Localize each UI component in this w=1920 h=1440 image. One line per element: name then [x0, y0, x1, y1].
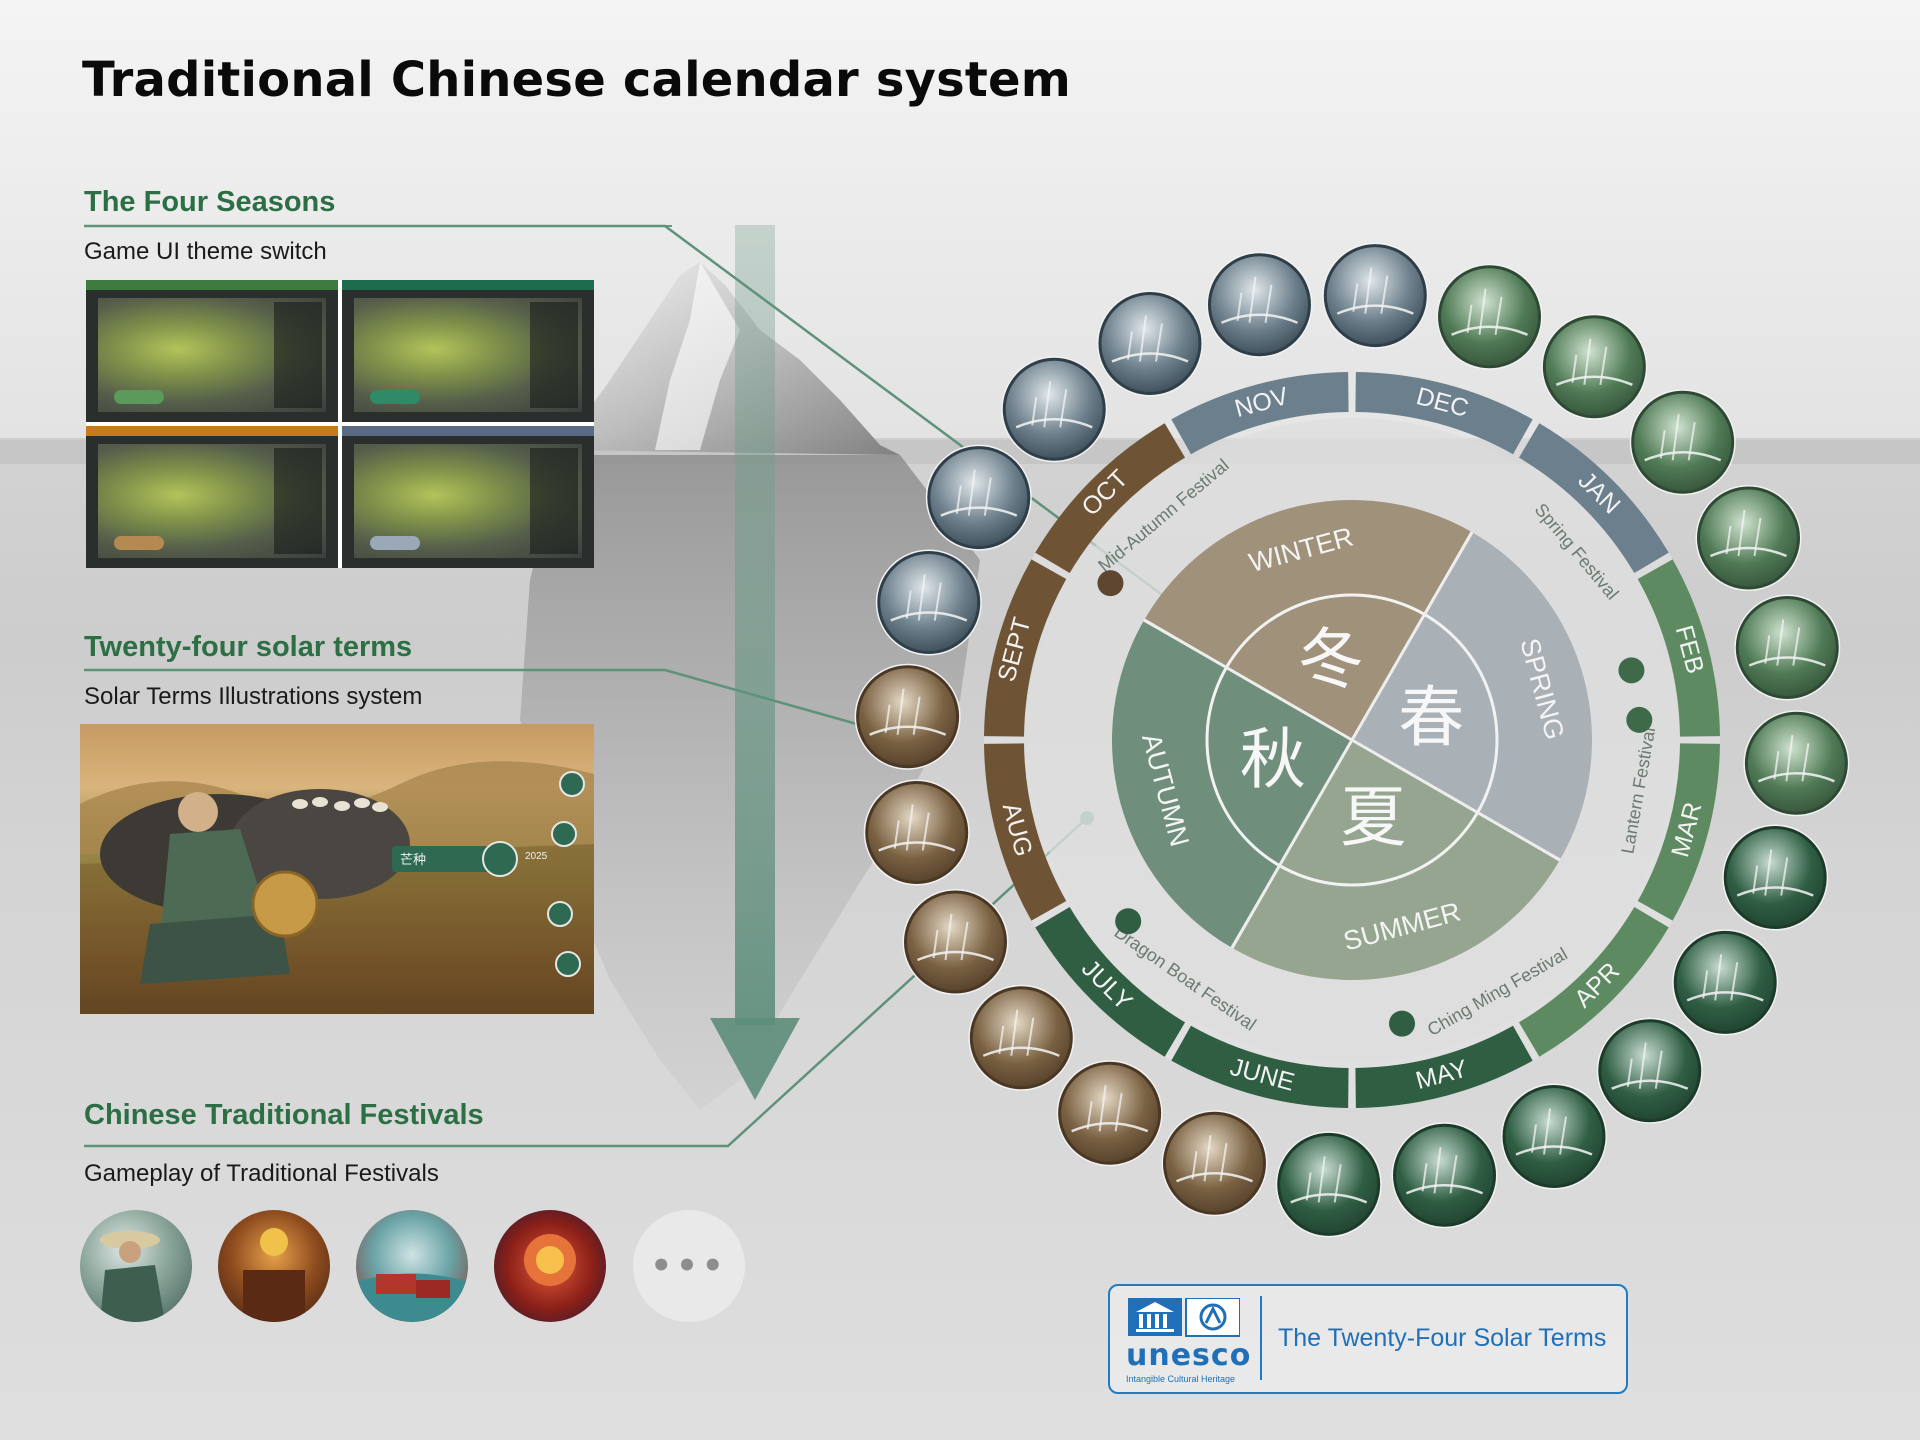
solar-term-medallion: [854, 663, 961, 770]
solar-term-medallion: [1322, 242, 1429, 349]
solar-term-medallion: [863, 779, 970, 886]
solar-term-medallion: [968, 984, 1075, 1091]
month-segment: [984, 743, 1067, 921]
section-subtitle-solar-terms: Solar Terms Illustrations system: [84, 683, 423, 710]
month-segment: [1355, 1025, 1533, 1108]
festival-thumb-2: [218, 1210, 330, 1322]
connector-solar-terms: [84, 668, 865, 728]
month-segment: [1035, 906, 1186, 1057]
season-char-spring: 春: [1398, 679, 1464, 756]
festival-thumbnails: •••: [80, 1210, 760, 1322]
festival-dot: [1626, 706, 1653, 733]
solar-term-medallion: [1629, 389, 1736, 496]
season-sector-summer: [1233, 740, 1560, 980]
festival-dot: [1618, 657, 1645, 684]
season-sector-autumn: [1111, 621, 1352, 948]
solar-term-medallion: [925, 444, 1032, 551]
month-segment: [1035, 423, 1186, 574]
term-date: 2025: [525, 851, 548, 862]
season-char-winter: 冬: [1298, 621, 1364, 698]
month-segment: [1518, 423, 1669, 574]
season-inner-ring: [1205, 593, 1499, 887]
unesco-tagline: Intangible Cultural Heritage: [1126, 1374, 1236, 1384]
season-sector-spring: [1352, 532, 1593, 859]
festival-thumb-1: [80, 1210, 192, 1322]
unesco-brand: unesco: [1126, 1338, 1252, 1373]
solar-term-medallion: [1672, 929, 1779, 1036]
solar-term-medallion: [1056, 1060, 1163, 1167]
month-segment: [1171, 372, 1349, 455]
theme-thumb-autumn: [86, 426, 338, 568]
solar-term-medallion: [1096, 290, 1203, 397]
solar-term-medallion: [1734, 594, 1841, 701]
solar-term-medallion: [1722, 824, 1829, 931]
season-char-autumn: 秋: [1240, 721, 1306, 798]
unesco-badge: unesco Intangible Cultural Heritage The …: [1108, 1284, 1628, 1394]
solar-term-medallion: [1695, 484, 1802, 591]
section-title-solar-terms: Twenty-four solar terms: [84, 631, 413, 663]
festival-thumb-3: [356, 1210, 468, 1322]
solar-term-medallion: [902, 889, 1009, 996]
month-segment: [1637, 743, 1720, 921]
season-char-summer: 夏: [1340, 779, 1406, 856]
festival-dot: [1097, 570, 1124, 597]
solar-term-illustration: 芒种 2025: [80, 724, 594, 1014]
theme-thumb-spring: [86, 280, 338, 422]
month-segment: [984, 559, 1067, 737]
solar-term-medallion: [1501, 1083, 1608, 1190]
solar-term-medallion: [1436, 263, 1543, 370]
festival-dot: [1389, 1010, 1416, 1037]
month-segment: [1355, 372, 1533, 455]
page-title: Traditional Chinese calendar system: [82, 52, 1071, 108]
solar-term-medallion: [1001, 356, 1108, 463]
solar-term-medallion: [875, 549, 982, 656]
solar-term-medallion: [1596, 1017, 1703, 1124]
solar-term-medallion: [1206, 251, 1313, 358]
festival-thumb-4: [494, 1210, 606, 1322]
month-segment: [1171, 1025, 1349, 1108]
theme-thumb-summer: [342, 280, 594, 422]
section-subtitle-four-seasons: Game UI theme switch: [84, 238, 327, 265]
solar-term-medallion: [1161, 1110, 1268, 1217]
solar-term-medallion: [1743, 710, 1850, 817]
month-segment: [1518, 906, 1669, 1057]
festival-dot: [1115, 908, 1142, 935]
more-festivals-button[interactable]: •••: [633, 1210, 745, 1322]
solar-term-medallion: [1391, 1122, 1498, 1229]
section-title-four-seasons: The Four Seasons: [84, 186, 336, 218]
month-segment: [1637, 559, 1720, 737]
badge-divider: [1260, 1296, 1262, 1380]
term-label: 芒种: [400, 852, 426, 868]
unesco-label: The Twenty-Four Solar Terms: [1278, 1324, 1607, 1352]
section-subtitle-festivals: Gameplay of Traditional Festivals: [84, 1160, 439, 1187]
unesco-logo-icon: [1128, 1298, 1240, 1337]
theme-thumb-winter: [342, 426, 594, 568]
solar-term-medallion: [1275, 1131, 1382, 1238]
theme-screenshots: [86, 280, 594, 568]
season-sector-winter: [1144, 500, 1471, 740]
section-title-festivals: Chinese Traditional Festivals: [84, 1099, 484, 1131]
solar-term-medallion: [1541, 313, 1648, 420]
